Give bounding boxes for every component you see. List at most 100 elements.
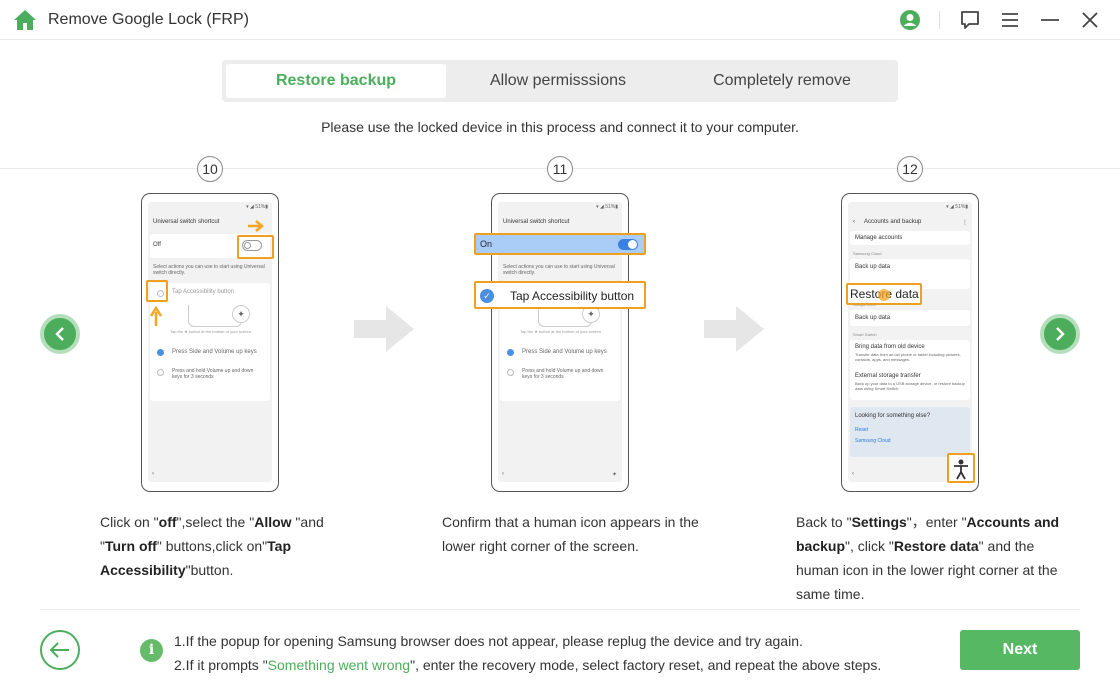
accessibility-icon: ✦ xyxy=(232,305,250,323)
screen-title: Universal switch shortcut xyxy=(503,219,570,225)
instruction-text: Please use the locked device in this pro… xyxy=(321,119,799,135)
previous-step-button[interactable] xyxy=(40,314,80,354)
checkbox-checked-icon: ✓ xyxy=(480,289,494,303)
menu-icon[interactable] xyxy=(998,8,1022,32)
step-number-11: 11 xyxy=(547,156,573,182)
desc-text: " and the human icon in the lower right … xyxy=(796,538,1058,602)
desc-bold: Tap Accessibility xyxy=(100,538,292,578)
toggle-switch[interactable] xyxy=(618,239,638,250)
options-card: Tap Accessibility button ✦ Tap the ★ but… xyxy=(150,283,270,401)
note-line-1: 1.If the popup for opening Samsung brows… xyxy=(174,633,803,649)
screen-desc: Select actions you can use to start usin… xyxy=(503,264,615,276)
radio-opt2[interactable] xyxy=(507,369,514,376)
note-text: 2.If it prompts " xyxy=(174,657,268,673)
step-number-12: 12 xyxy=(897,156,923,182)
radio-opt2[interactable] xyxy=(157,369,164,376)
option1-label: Press Side and Volume up keys xyxy=(522,349,607,355)
bring-data-desc: Transfer data from an old phone or table… xyxy=(855,352,961,362)
desc-text: "，enter " xyxy=(906,514,967,530)
desc-bold: Restore data xyxy=(893,538,979,554)
desc-text: ", click " xyxy=(845,538,894,554)
back-chevron-icon: ‹ xyxy=(502,471,504,477)
manage-accounts-row[interactable]: Manage accounts xyxy=(850,231,970,245)
status-bar: ▾ ◢ 51%▮ xyxy=(946,204,968,210)
human-icon xyxy=(954,459,968,480)
next-step-arrow-button[interactable] xyxy=(1040,314,1080,354)
radio-opt1[interactable] xyxy=(507,349,514,356)
phone-screen: ▾ ◢ 51%▮ Universal switch shortcut Off S… xyxy=(148,202,272,482)
desc-text: Back to " xyxy=(796,514,852,530)
radio-opt1[interactable] xyxy=(157,349,164,356)
manage-label: Manage accounts xyxy=(855,235,903,241)
close-icon[interactable] xyxy=(1078,8,1102,32)
title-bar: Remove Google Lock (FRP) xyxy=(0,0,1120,40)
phone-step-10: ▾ ◢ 51%▮ Universal switch shortcut Off S… xyxy=(141,193,279,492)
backup-label-1[interactable]: Back up data xyxy=(855,264,891,270)
screen-title-chevron: ‹ xyxy=(853,219,855,225)
reset-link[interactable]: Reset xyxy=(855,427,869,433)
desc-text: ",select the " xyxy=(176,514,255,530)
hint-text: Tap the ★ button at the bottom of your s… xyxy=(520,329,601,334)
human-icon-highlight[interactable] xyxy=(947,453,975,483)
section-smart-switch: Smart Switch xyxy=(853,332,877,337)
external-storage-label[interactable]: External storage transfer xyxy=(855,373,921,379)
bring-data-label[interactable]: Bring data from old device xyxy=(855,344,925,350)
desc-bold: Allow xyxy=(254,514,292,530)
screen-title: Universal switch shortcut xyxy=(153,219,220,225)
backup-label-2[interactable]: Back up data xyxy=(855,315,891,321)
tap-indicator xyxy=(878,289,890,301)
desc-text: Click on " xyxy=(100,514,159,530)
google-drive-card: Back up data xyxy=(850,310,970,326)
tap-option-label: Tap Accessibility button xyxy=(172,289,235,295)
highlight-toggle xyxy=(237,235,274,259)
note-text: ", enter the recovery mode, select facto… xyxy=(410,657,882,673)
radio-tap[interactable] xyxy=(157,290,164,297)
option1-label: Press Side and Volume up keys xyxy=(172,349,257,355)
chevron-right-icon xyxy=(1056,327,1065,341)
looking-card: Looking for something else? Reset Samsun… xyxy=(850,407,970,457)
tab-bar: Restore backup Allow permisssions Comple… xyxy=(222,60,898,102)
phone-step-12: ▾ ◢ 51%▮ ‹ Accounts and backup ⋮ Manage … xyxy=(841,193,979,492)
toggle-row: Off xyxy=(150,234,270,258)
looking-label: Looking for something else? xyxy=(855,413,931,419)
desc-bold: Turn off xyxy=(104,538,157,554)
external-storage-desc: Back up your data to a USB storage devic… xyxy=(855,381,965,391)
back-chevron-icon: ‹ xyxy=(852,471,854,477)
minimize-icon[interactable] xyxy=(1038,8,1062,32)
title-bar-separator xyxy=(939,11,940,29)
tab-allow-permissions[interactable]: Allow permisssions xyxy=(489,72,627,89)
desc-text: " buttons,click on" xyxy=(156,538,268,554)
next-button[interactable]: Next xyxy=(960,630,1080,670)
step-12-description: Back to "Settings"，enter "Accounts and b… xyxy=(796,510,1066,606)
feedback-icon[interactable] xyxy=(958,8,982,32)
step-11-description: Confirm that a human icon appears in the… xyxy=(442,514,699,554)
more-options-icon[interactable]: ⋮ xyxy=(962,220,968,226)
note-line-2: 2.If it prompts "Something went wrong", … xyxy=(174,657,881,673)
arrow-up-icon xyxy=(150,306,162,326)
desc-text: "button. xyxy=(185,562,234,578)
toggle-switch[interactable] xyxy=(242,240,262,251)
desc-bold: Accounts and backup xyxy=(796,514,1060,554)
samsung-cloud-link[interactable]: Samsung Cloud xyxy=(855,438,891,444)
account-icon[interactable] xyxy=(898,8,922,32)
status-bar: ▾ ◢ 51%▮ xyxy=(596,204,618,210)
something-went-wrong-link[interactable]: Something went wrong xyxy=(267,657,411,673)
divider xyxy=(40,609,1080,610)
desc-text: "and " xyxy=(100,514,324,554)
step-number-10: 10 xyxy=(197,156,223,182)
highlight-radio xyxy=(146,280,168,302)
accessibility-small-icon: ✦ xyxy=(612,472,618,478)
screen-desc: Select actions you can use to start usin… xyxy=(153,264,265,276)
tab-restore-backup[interactable]: Restore backup xyxy=(226,64,446,98)
toggle-label: On xyxy=(480,239,493,249)
back-chevron-icon: ‹ xyxy=(152,471,154,477)
tab-completely-remove[interactable]: Completely remove xyxy=(713,72,851,89)
toggle-on-row[interactable]: On xyxy=(474,233,646,255)
restore-data-highlight[interactable]: Restore data xyxy=(846,283,922,305)
window-title: Remove Google Lock (FRP) xyxy=(48,11,249,28)
step-arrow-icon xyxy=(354,306,414,352)
step-arrow-icon xyxy=(704,306,764,352)
screen-title: Accounts and backup xyxy=(864,219,922,225)
back-button[interactable] xyxy=(40,630,80,670)
tap-accessibility-row[interactable]: ✓ Tap Accessibility button xyxy=(474,281,646,309)
